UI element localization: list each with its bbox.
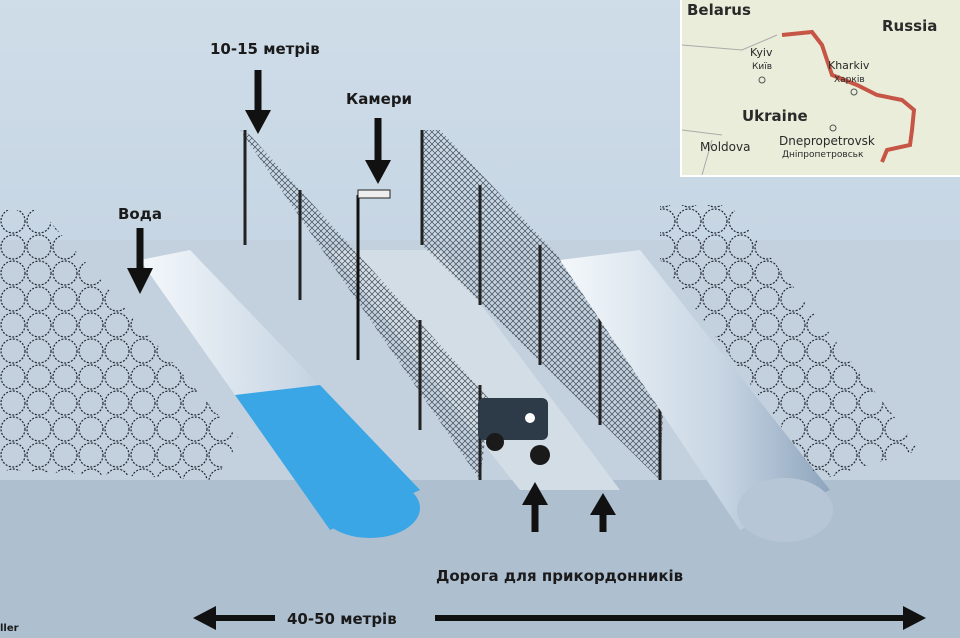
map-city-kyiv: Kyiv [750, 46, 773, 59]
patrol-jeep [478, 398, 550, 465]
inset-map: Belarus Russia Ukraine Moldova Kyiv Київ… [680, 0, 960, 177]
water-label: Вода [118, 205, 162, 223]
road-label: Дорога для прикордонників [436, 567, 684, 585]
road-arrow-left-icon [522, 482, 548, 532]
water-arrow-icon [127, 228, 153, 294]
fence-far [422, 130, 665, 480]
map-city-kyiv-local: Київ [752, 62, 773, 72]
map-label-ukraine: Ukraine [742, 107, 808, 125]
camera-arrow-icon [365, 118, 391, 184]
map-city-dnepropetrovsk-local: Дніпропетровськ [782, 150, 864, 160]
map-city-kharkiv-local: Харків [834, 75, 865, 85]
razor-wire-right [660, 205, 920, 480]
camera [357, 189, 391, 199]
trench-pipe-right [560, 250, 830, 530]
map-label-russia: Russia [882, 17, 938, 35]
width-label: 40-50 метрів [287, 610, 397, 628]
map-label-moldova: Moldova [700, 140, 751, 154]
map-border-line [682, 29, 917, 175]
map-label-belarus: Belarus [687, 1, 751, 19]
razor-wire-left [0, 210, 240, 480]
fence-near [240, 130, 490, 480]
fence-height-label: 10-15 метрів [210, 40, 320, 58]
fence-height-arrow-icon [245, 70, 271, 134]
credit-fragment: ller [0, 623, 19, 634]
width-arrow-icon [193, 606, 926, 630]
map-city-kharkiv: Kharkiv [828, 59, 870, 72]
map-city-dnepropetrovsk: Dnepropetrovsk [779, 134, 875, 148]
road-arrow-right-icon [590, 493, 616, 532]
cameras-label: Камери [346, 90, 413, 108]
